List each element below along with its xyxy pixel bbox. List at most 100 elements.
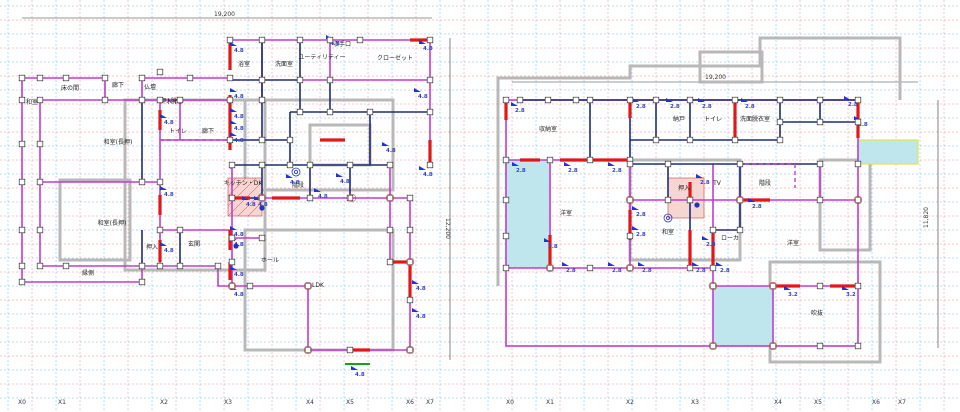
wall-node bbox=[176, 226, 184, 234]
wall-node bbox=[586, 96, 594, 104]
room-label: ユーティリティー bbox=[298, 54, 345, 61]
wall-node bbox=[156, 96, 164, 104]
wall-node bbox=[306, 194, 314, 202]
wall-node bbox=[652, 96, 660, 104]
wall-node bbox=[18, 140, 26, 148]
wall-node bbox=[776, 136, 784, 144]
room-label: 押入 bbox=[160, 97, 172, 105]
wall-value: 4.8 bbox=[290, 180, 300, 186]
wall-value: 4.8 bbox=[340, 179, 350, 185]
column-circle bbox=[227, 281, 237, 291]
wall-value: 4.8 bbox=[423, 172, 433, 178]
wall-node bbox=[586, 156, 594, 164]
wall-node bbox=[138, 74, 146, 82]
wall-node bbox=[304, 346, 312, 354]
wall-value: 2.8 bbox=[548, 244, 558, 250]
wall-flag-icon bbox=[544, 238, 551, 242]
left-room-labels: 和室床の間廊下仏壇脱衣押入トイレトイレ廊下浴室洗面室ユーティリティー収手口クロー… bbox=[26, 40, 413, 289]
wall-node bbox=[816, 342, 824, 350]
wall-flag-icon bbox=[638, 262, 645, 266]
room-label: 玄関 bbox=[188, 240, 200, 248]
wall-node bbox=[686, 136, 694, 144]
wall-node bbox=[736, 196, 744, 204]
wall-node bbox=[731, 96, 739, 104]
wall-node bbox=[406, 226, 414, 234]
axis-label: X5 bbox=[814, 399, 822, 406]
wall-node bbox=[626, 96, 634, 104]
wall-flag-icon bbox=[230, 88, 237, 92]
wall-node bbox=[544, 96, 552, 104]
wall-value: 2.8 bbox=[636, 104, 646, 110]
wall-flag-icon bbox=[632, 226, 639, 230]
wall-node bbox=[296, 76, 304, 84]
room-label: クローゼット bbox=[377, 54, 413, 62]
wall-node bbox=[101, 74, 109, 82]
wall-node bbox=[386, 226, 394, 234]
wall-node bbox=[186, 74, 194, 82]
wall-value: 2.8 bbox=[636, 212, 646, 218]
wall-node bbox=[709, 342, 717, 350]
column-circle bbox=[853, 195, 863, 205]
wall-node bbox=[816, 118, 824, 126]
wall-value: 4.8 bbox=[416, 314, 426, 320]
wall-node bbox=[296, 36, 304, 44]
wall-flag-icon bbox=[511, 102, 518, 106]
room-label: 洗面脱衣室 bbox=[740, 115, 770, 123]
wall-node bbox=[626, 160, 634, 168]
axis-label: X4 bbox=[774, 399, 782, 406]
column-circle bbox=[735, 195, 745, 205]
room-label: トイレ bbox=[166, 99, 184, 106]
wall-node bbox=[18, 74, 26, 82]
wall-flag-icon bbox=[692, 262, 699, 266]
wall-node bbox=[138, 262, 146, 270]
wall-flag-icon bbox=[230, 132, 237, 136]
wall-node bbox=[326, 36, 334, 44]
room-label: 納戸 bbox=[673, 115, 685, 123]
wall-flag-icon bbox=[230, 226, 237, 230]
left-width-dimension: 19,200 bbox=[214, 11, 235, 18]
axis-label: X1 bbox=[58, 399, 66, 406]
wall-node bbox=[426, 108, 434, 116]
wall-value: 4.8 bbox=[234, 114, 244, 120]
wall-node bbox=[101, 96, 109, 104]
wall-flag-icon bbox=[844, 96, 851, 100]
axis-label: X6 bbox=[872, 399, 880, 406]
wall-node bbox=[346, 346, 354, 354]
right-vent-symbol bbox=[663, 213, 673, 223]
wall-node bbox=[214, 262, 222, 270]
wall-value: 4.8 bbox=[164, 120, 174, 126]
wall-node bbox=[18, 262, 26, 270]
wall-value: 4.8 bbox=[318, 194, 328, 200]
column-circle bbox=[303, 345, 313, 355]
wall-node bbox=[156, 68, 164, 76]
wall-node bbox=[586, 264, 594, 272]
room-label: トイレ bbox=[169, 128, 187, 135]
wall-flag-icon bbox=[632, 206, 639, 210]
wall-node bbox=[816, 96, 824, 104]
left-vent-symbol-inner bbox=[293, 169, 298, 174]
wall-node bbox=[502, 156, 510, 164]
wall-node bbox=[769, 342, 777, 350]
wall-node bbox=[664, 196, 672, 204]
wall-node bbox=[854, 196, 862, 204]
wall-node bbox=[138, 96, 146, 104]
wall-value: 2.8 bbox=[566, 268, 576, 274]
wall-node bbox=[709, 226, 717, 234]
wall-flag-icon bbox=[696, 174, 703, 178]
wall-node bbox=[306, 161, 314, 169]
left-column-marker bbox=[259, 205, 265, 211]
wall-value: 3.2 bbox=[788, 292, 798, 298]
wall-node bbox=[406, 258, 414, 266]
wall-node bbox=[228, 282, 236, 290]
wall-flag-icon bbox=[842, 286, 849, 290]
wall-value: 2.8 bbox=[642, 268, 652, 274]
wall-flag-icon bbox=[160, 186, 167, 190]
wall-node bbox=[226, 74, 234, 82]
wall-node bbox=[326, 76, 334, 84]
wall-node bbox=[62, 262, 70, 270]
wall-node bbox=[18, 96, 26, 104]
wall-flag-icon bbox=[242, 196, 249, 200]
wall-flag-icon bbox=[230, 108, 237, 112]
wall-node bbox=[664, 160, 672, 168]
room-label: 洗面室 bbox=[275, 60, 293, 68]
